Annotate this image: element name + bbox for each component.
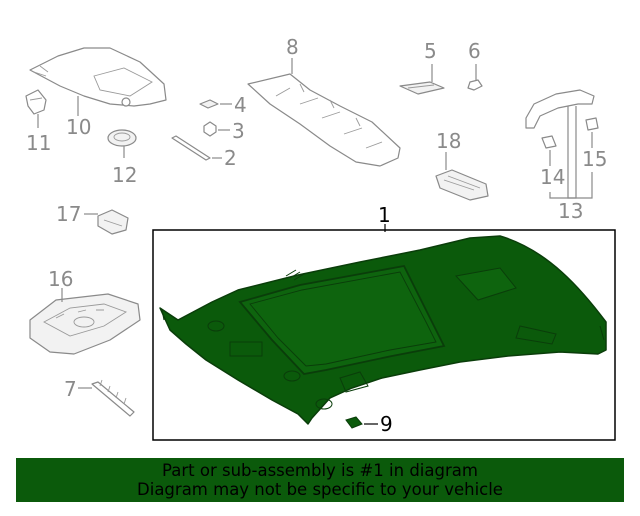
callout-1: 1 [378, 203, 391, 227]
lens-part-5[interactable] [399, 81, 445, 95]
callout-11: 11 [26, 131, 51, 155]
part-1-frame [152, 229, 616, 441]
assist-grip-part-13[interactable] [525, 89, 595, 129]
lead-13-14-15 [549, 172, 593, 199]
callout-4: 4 [234, 93, 247, 117]
callout-10: 10 [66, 115, 91, 139]
callout-14: 14 [540, 165, 565, 189]
callout-5: 5 [424, 39, 437, 63]
callout-6: 6 [468, 39, 481, 63]
cap-part-6[interactable] [467, 79, 483, 91]
nut-part-3[interactable] [203, 121, 217, 137]
connector-part-17[interactable] [97, 209, 129, 235]
callout-3: 3 [232, 119, 245, 143]
dome-lamp-part-18[interactable] [435, 169, 489, 201]
clip-part-9[interactable] [345, 416, 363, 429]
visor-bracket-part-11[interactable] [25, 89, 47, 115]
callout-16: 16 [48, 267, 73, 291]
callout-17: 17 [56, 202, 81, 226]
holder-part-12[interactable] [107, 129, 137, 147]
trim-bar-part-8[interactable] [247, 73, 401, 167]
sun-visor-part-10[interactable] [29, 47, 167, 107]
callout-13: 13 [558, 199, 583, 223]
callout-12: 12 [112, 163, 137, 187]
callout-15: 15 [582, 147, 607, 171]
callout-7: 7 [64, 377, 77, 401]
callout-9: 9 [380, 412, 393, 436]
cap-part-14[interactable] [541, 135, 557, 149]
rod-part-2[interactable] [171, 135, 211, 161]
overhead-console-part-16[interactable] [29, 293, 141, 355]
clip-part-4[interactable] [199, 99, 219, 109]
callout-8: 8 [286, 35, 299, 59]
banner-line-2: Diagram may not be specific to your vehi… [137, 480, 503, 499]
cap-part-15[interactable] [585, 117, 599, 131]
banner-line-1: Part or sub-assembly is #1 in diagram [162, 461, 478, 480]
harness-clip-part-7[interactable] [91, 379, 135, 417]
lead-13 [567, 106, 577, 199]
callout-2: 2 [224, 146, 237, 170]
headliner-part-1[interactable] [159, 235, 607, 425]
callout-18: 18 [436, 129, 461, 153]
part-notice-banner: Part or sub-assembly is #1 in diagram Di… [16, 458, 624, 502]
